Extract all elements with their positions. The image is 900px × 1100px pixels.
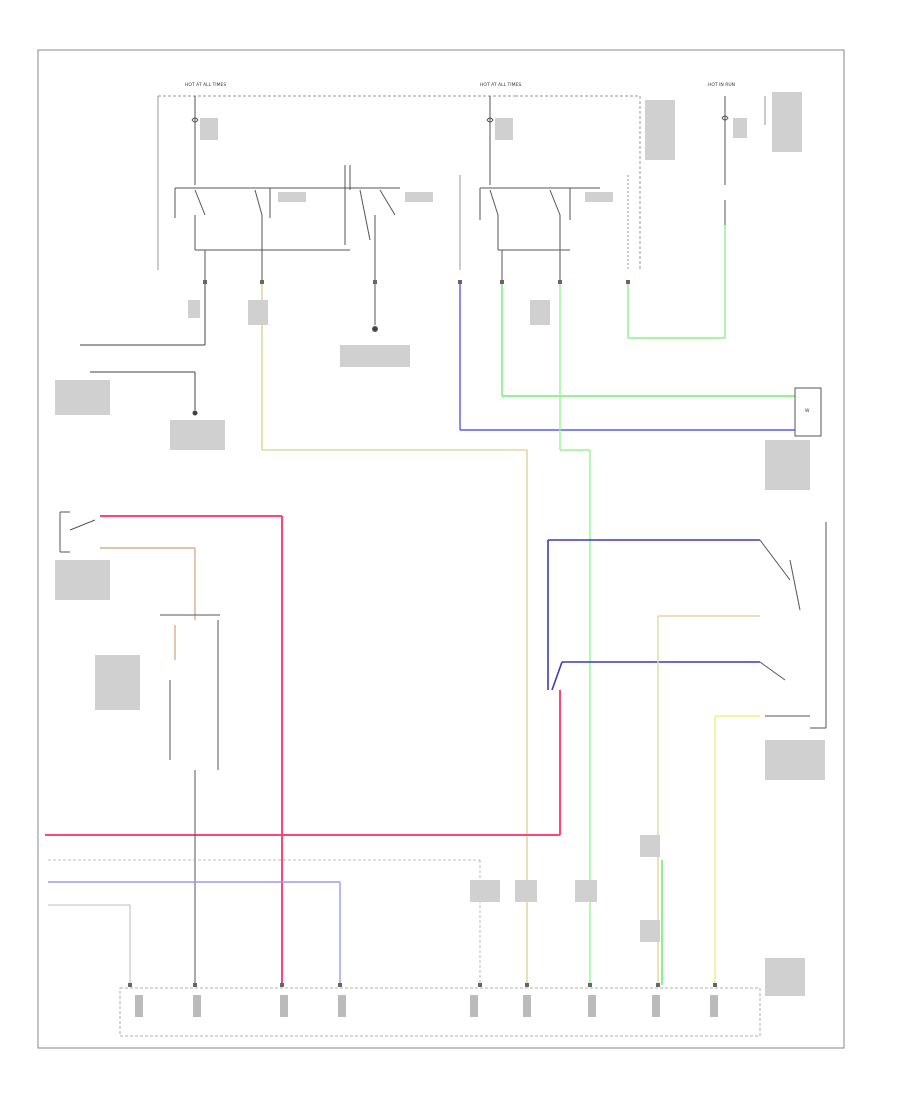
mid-relay (340, 165, 400, 332)
left-fuse-text: HOT AT ALL TIMES (185, 82, 226, 88)
right-switch (759, 522, 827, 729)
wire-green (501, 284, 795, 397)
svg-text:W: W (805, 408, 810, 414)
right-connector: W (794, 387, 822, 437)
wire-red (45, 515, 561, 985)
connector-ticks-bottom (128, 983, 717, 987)
label-marks (55, 92, 825, 996)
connector-ticks-top (203, 280, 630, 284)
wire-green-down (559, 284, 591, 985)
wire-light-blue (48, 881, 341, 985)
left-relay (174, 187, 350, 280)
wire-orange (100, 547, 196, 660)
left-switch (59, 511, 220, 985)
fuse-feed-lines (157, 95, 766, 270)
ground-point (192, 410, 198, 416)
wire-black (80, 284, 206, 410)
right-fuse-text: HOT AT ALL TIMES (480, 82, 521, 88)
fuses (191, 96, 729, 185)
bottom-module (119, 987, 761, 1037)
harness-lines (48, 859, 481, 985)
wire-navy (547, 539, 760, 691)
wire-tan (261, 284, 528, 985)
diagram-border (37, 49, 845, 1049)
fuse-headers: HOT AT ALL TIMES HOT AT ALL TIMES HOT IN… (185, 82, 735, 88)
far-right-fuse-text: HOT IN RUN (708, 82, 735, 88)
wire-light-green (627, 225, 726, 339)
right-relay (479, 187, 600, 280)
wire-blue (459, 284, 795, 431)
module-pin-marks (135, 995, 718, 1017)
wire-yellow (714, 715, 760, 985)
wire-tan-right (657, 615, 760, 985)
